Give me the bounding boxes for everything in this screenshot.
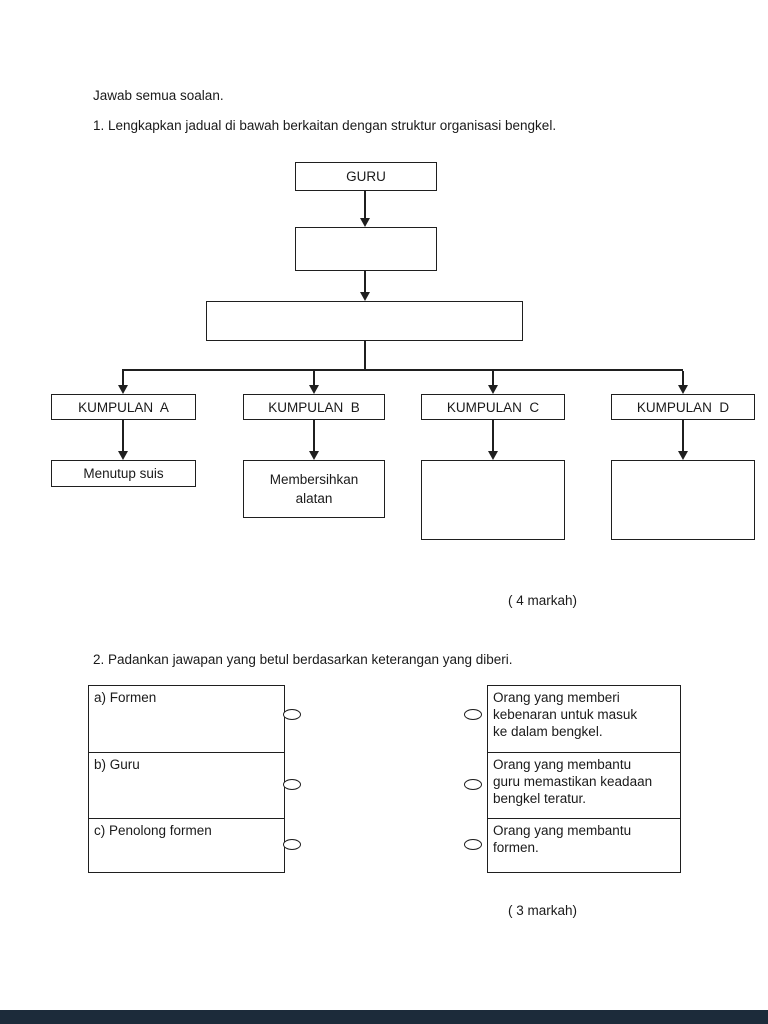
arrowhead-guru-to-blank1 bbox=[360, 218, 370, 227]
match-right-row-1: Orang yang memberi kebenaran untuk masuk… bbox=[488, 686, 680, 753]
orgchart-box-blank-level3 bbox=[206, 301, 523, 341]
task-box-a: Menutup suis bbox=[51, 460, 196, 487]
connector-oval-right-3 bbox=[464, 839, 482, 850]
task-line-d bbox=[682, 420, 684, 451]
task-arrowhead-b bbox=[309, 451, 319, 460]
match-right-2-line1: Orang yang membantu bbox=[493, 757, 632, 772]
orgchart-box-kumpulan-c: KUMPULAN C bbox=[421, 394, 565, 420]
orgchart-box-kumpulan-a: KUMPULAN A bbox=[51, 394, 196, 420]
connector-oval-right-2 bbox=[464, 779, 482, 790]
task-b-label: Membersihkan alatan bbox=[269, 472, 359, 506]
connector-oval-left-b bbox=[283, 779, 301, 790]
kumpulan-b-label: KUMPULAN B bbox=[268, 399, 360, 415]
orgchart-distributor-line bbox=[122, 369, 683, 371]
match-right-1-line1: Orang yang memberi bbox=[493, 690, 620, 705]
kumpulan-c-label: KUMPULAN C bbox=[446, 399, 540, 415]
connector-oval-left-a bbox=[283, 709, 301, 720]
match-left-b-label: b) Guru bbox=[94, 757, 140, 772]
orgchart-box-guru: GURU bbox=[295, 162, 437, 191]
match-left-c-label: c) Penolong formen bbox=[94, 823, 212, 838]
task-line-b bbox=[313, 420, 315, 451]
question2-prompt: 2. Padankan jawapan yang betul berdasark… bbox=[93, 652, 513, 667]
task-arrowhead-d bbox=[678, 451, 688, 460]
connector-oval-right-1 bbox=[464, 709, 482, 720]
branch-line-a bbox=[122, 371, 124, 385]
task-box-c-blank bbox=[421, 460, 565, 540]
match-left-a-label: a) Formen bbox=[94, 690, 157, 705]
orgchart-box-kumpulan-d: KUMPULAN D bbox=[611, 394, 755, 420]
match-left-row-c: c) Penolong formen bbox=[89, 819, 284, 871]
question1-prompt: 1. Lengkapkan jadual di bawah berkaitan … bbox=[93, 118, 557, 133]
branch-arrowhead-c bbox=[488, 385, 498, 394]
match-right-row-2: Orang yang membantu guru memastikan kead… bbox=[488, 753, 680, 819]
match-right-row-3: Orang yang membantu formen. bbox=[488, 819, 680, 871]
instruction-text: Jawab semua soalan. bbox=[93, 88, 224, 103]
orgchart-guru-label: GURU bbox=[346, 169, 386, 184]
match-right-3-line2: formen. bbox=[493, 840, 539, 855]
question1-marks: ( 4 markah) bbox=[508, 593, 578, 608]
kumpulan-d-label: KUMPULAN D bbox=[636, 399, 730, 415]
match-right-2-line3: bengkel teratur. bbox=[493, 791, 587, 806]
orgchart-stem-line bbox=[364, 340, 366, 371]
match-right-2-line2: guru memastikan keadaan bbox=[493, 774, 653, 789]
page-bottom-bar bbox=[0, 1010, 768, 1024]
match-right-1-line2: kebenaran untuk masuk bbox=[493, 707, 638, 722]
match-right-table: Orang yang memberi kebenaran untuk masuk… bbox=[487, 685, 681, 873]
branch-line-b bbox=[313, 371, 315, 385]
task-line-c bbox=[492, 420, 494, 451]
task-a-label: Menutup suis bbox=[83, 466, 164, 481]
arrow-line-guru-to-blank1 bbox=[364, 191, 366, 219]
match-right-3-line1: Orang yang membantu bbox=[493, 823, 632, 838]
connector-oval-left-c bbox=[283, 839, 301, 850]
question2-marks: ( 3 markah) bbox=[508, 903, 578, 918]
branch-line-d bbox=[682, 371, 684, 385]
task-arrowhead-c bbox=[488, 451, 498, 460]
branch-arrowhead-d bbox=[678, 385, 688, 394]
branch-line-c bbox=[492, 371, 494, 385]
match-left-row-a: a) Formen bbox=[89, 686, 284, 753]
branch-arrowhead-b bbox=[309, 385, 319, 394]
task-arrowhead-a bbox=[118, 451, 128, 460]
task-box-b: Membersihkan alatan bbox=[243, 460, 385, 518]
task-box-d-blank bbox=[611, 460, 755, 540]
kumpulan-a-label: KUMPULAN A bbox=[78, 399, 169, 415]
arrow-line-blank1-to-blank2 bbox=[364, 270, 366, 293]
arrowhead-blank1-to-blank2 bbox=[360, 292, 370, 301]
match-right-1-line3: ke dalam bengkel. bbox=[493, 724, 603, 739]
match-left-table: a) Formen b) Guru c) Penolong formen bbox=[88, 685, 285, 873]
orgchart-box-blank-level2 bbox=[295, 227, 437, 271]
task-line-a bbox=[122, 420, 124, 451]
match-left-row-b: b) Guru bbox=[89, 753, 284, 819]
branch-arrowhead-a bbox=[118, 385, 128, 394]
orgchart-box-kumpulan-b: KUMPULAN B bbox=[243, 394, 385, 420]
